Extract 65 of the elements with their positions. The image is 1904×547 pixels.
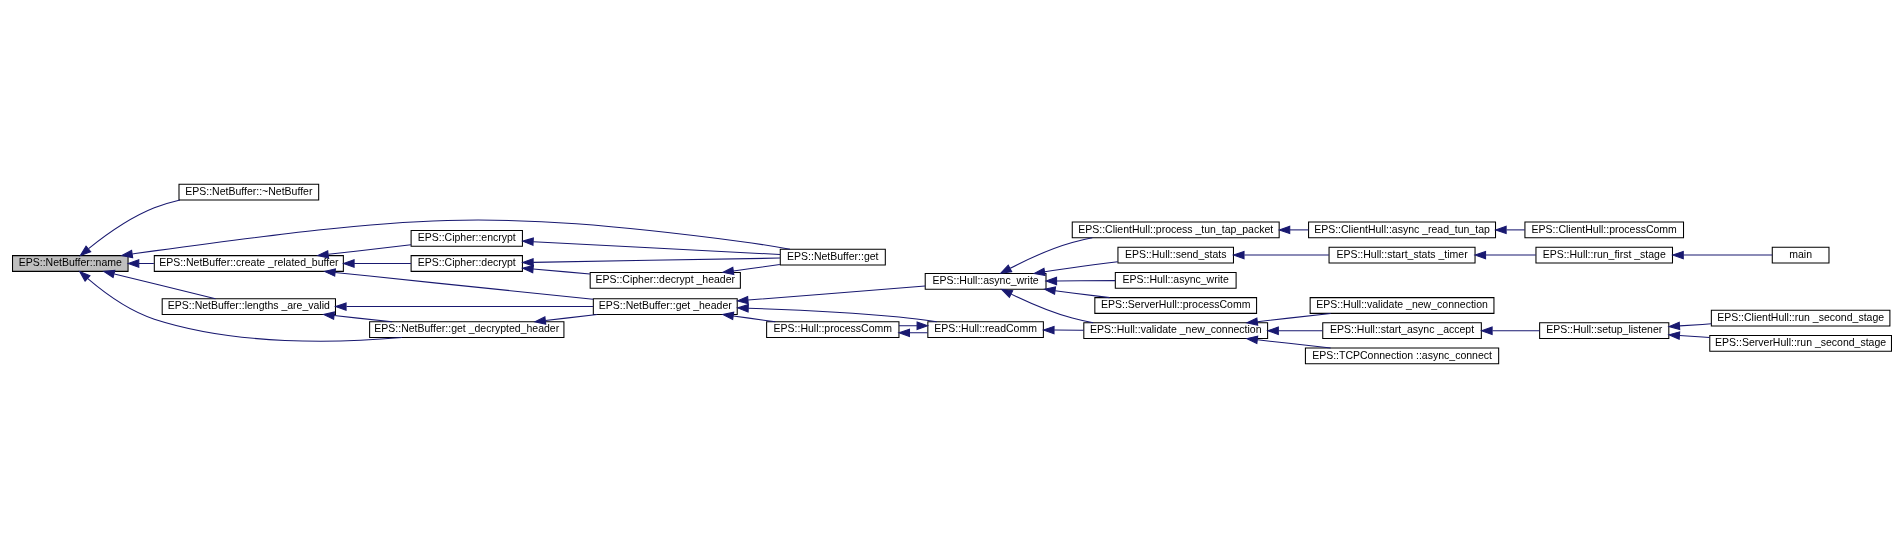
node-box: EPS::Hull::validate _new_connection [1309,296,1495,314]
arrow [533,313,598,325]
arrow [1277,224,1310,234]
arrow [721,311,776,322]
node-box: EPS::TCPConnection ::async_connect [1304,347,1500,364]
node-box: EPS::Hull::readComm [927,320,1044,338]
node-box: EPS::ServerHull::run _second_stage [1709,334,1892,352]
node-box: EPS::Hull::async_write [924,272,1047,290]
arrow [1245,334,1332,349]
arrow [999,236,1093,274]
node-box: EPS::ClientHull::run _second_stage [1710,309,1891,326]
arrow [521,257,781,267]
arrow [1671,250,1773,259]
node-box: EPS::ClientHull::processComm [1524,221,1685,238]
arrow [897,327,929,337]
arrow [1032,260,1119,276]
arrow [1667,330,1711,340]
arrow [1044,276,1116,285]
arrow [1480,325,1541,335]
arrow [1043,285,1111,298]
node-box: EPS::Cipher::decrypt _header [589,271,741,289]
arrow [120,219,791,258]
node-box: EPS::NetBuffer::lengths _are_valid [161,297,336,315]
arrow [521,236,781,255]
node-box: EPS::Hull::processComm [766,320,900,338]
arrow [1245,312,1332,326]
node-box: EPS::Hull::validate _new_connection [1083,321,1269,339]
arrow [322,310,393,322]
arrow [1473,250,1537,259]
node-box: EPS::Cipher::encrypt [410,229,523,247]
arrow [316,243,412,259]
arrow [323,267,594,300]
arrow [1667,320,1712,330]
arrow [1231,250,1330,259]
arrow [126,258,155,268]
node-box: EPS::Hull::send_stats [1117,246,1234,263]
node-box: EPS::Cipher::decrypt [410,254,523,272]
node-box: EPS::NetBuffer::create _related_buffer [153,254,344,272]
node-box: EPS::ClientHull::process _tun_tap_packet [1071,221,1280,238]
node-box: EPS::Hull::async_write [1114,271,1237,289]
arrow [1266,325,1324,335]
node-box: EPS::Hull::setup_listener [1539,321,1670,339]
arrow [521,264,591,274]
arrow [78,269,403,342]
node-box: EPS::ServerHull::processComm [1094,296,1258,314]
node-box: EPS::Hull::start_async _accept [1322,321,1482,339]
node-box: EPS::NetBuffer::get _decrypted_header [369,320,565,338]
arrow [1041,325,1085,334]
arrow [735,285,926,304]
node-box: EPS::NetBuffer::get [779,248,886,266]
node-box: EPS::NetBuffer::name [12,254,129,272]
arrow [102,269,216,299]
node-box: EPS::ClientHull::async _read_tun_tap [1308,221,1497,238]
arrow [334,301,594,311]
arrow [79,198,181,257]
arrow [736,303,938,322]
node-box: main [1771,246,1830,263]
arrow [721,263,781,275]
arrow [342,258,412,268]
node-box: EPS::NetBuffer::~NetBuffer [178,183,320,200]
node-box: EPS::Hull::start_stats _timer [1328,246,1476,263]
node-box: EPS::NetBuffer::get _header [592,297,738,315]
arrow [1000,288,1094,323]
node-box: EPS::Hull::run_first _stage [1535,246,1673,263]
arrow [1494,224,1526,234]
